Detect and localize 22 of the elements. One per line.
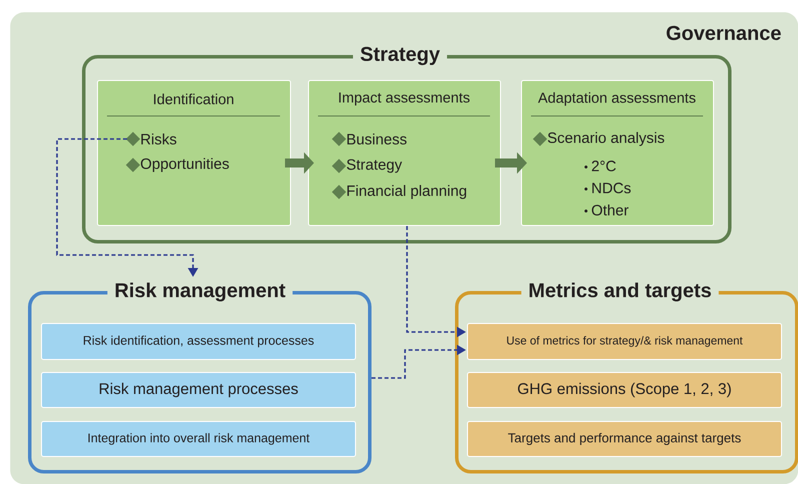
bullet-item: Opportunities bbox=[126, 158, 229, 172]
frame-title: Strategy bbox=[353, 46, 448, 66]
list-box: GHG emissions (Scope 1, 2, 3) bbox=[467, 372, 782, 408]
bullet-item: Risks bbox=[126, 132, 176, 146]
frame-title: Risk management bbox=[107, 282, 293, 302]
list-box: Targets and performance against targets bbox=[467, 421, 782, 457]
box-heading: Impact assessments bbox=[339, 92, 470, 106]
list-box: Use of metrics for strategy/& risk management bbox=[467, 323, 782, 360]
box-heading: Identification bbox=[154, 94, 234, 104]
list-box: Risk management processes bbox=[41, 372, 356, 408]
frame-title: Metrics and targets bbox=[521, 282, 719, 302]
bullet-item: Strategy bbox=[332, 158, 402, 174]
bullet-item: Business bbox=[332, 132, 406, 146]
list-box: Integration into overall risk management bbox=[41, 421, 356, 457]
sub-bullet-item: 2°C bbox=[584, 160, 616, 172]
sub-bullet-item: Other bbox=[584, 204, 628, 216]
bullet-item: Scenario analysis bbox=[532, 132, 664, 146]
bullet-item: Financial planning bbox=[332, 184, 466, 200]
box-heading: Adaptation assessments bbox=[538, 92, 696, 106]
panel-title: Governance bbox=[666, 26, 781, 40]
sub-bullet-item: NDCs bbox=[584, 182, 631, 194]
list-box: Risk identification, assessment processes bbox=[41, 323, 356, 360]
